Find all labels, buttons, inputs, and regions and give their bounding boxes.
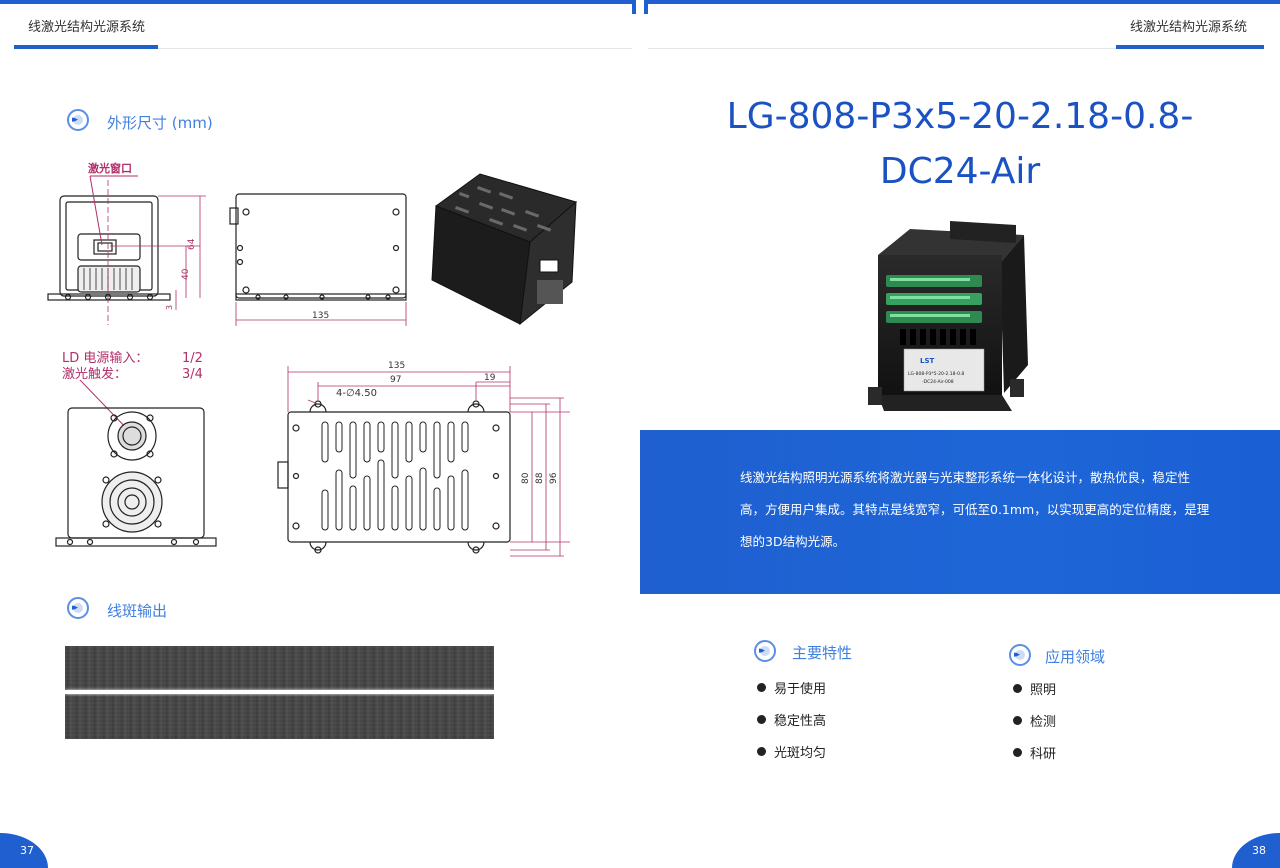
section-title-features: 主要特性 bbox=[792, 644, 853, 662]
laser-trigger-pins: 3/4 bbox=[182, 367, 203, 382]
dim-top-88: 88 bbox=[535, 472, 545, 484]
bullet-dot-icon bbox=[757, 683, 766, 692]
header-underline-right bbox=[1116, 45, 1264, 49]
section-title-applications: 应用领域 bbox=[1045, 648, 1106, 666]
feature-item: 稳定性高 bbox=[757, 710, 826, 729]
top-bar-notch-left bbox=[632, 0, 636, 14]
iso-view-drawing bbox=[431, 173, 578, 326]
header-rule-right bbox=[648, 48, 1116, 49]
product-label-model-1: LG-808-P3*5-20-2.18-0.8 bbox=[908, 371, 964, 377]
dim-top-135: 135 bbox=[388, 361, 405, 371]
section-arrow-icon bbox=[67, 597, 89, 619]
bullet-dot-icon bbox=[1013, 684, 1022, 693]
application-item: 检测 bbox=[1013, 711, 1056, 730]
section-title-line-output: 线斑输出 bbox=[107, 602, 168, 620]
section-arrow-icon bbox=[67, 109, 89, 131]
top-bar-right bbox=[648, 0, 1280, 4]
product-label-model-2: -DC24-Air-008 bbox=[922, 379, 954, 385]
top-bar-left bbox=[0, 0, 632, 4]
application-item: 科研 bbox=[1013, 743, 1056, 762]
product-description: 线激光结构照明光源系统将激光器与光束整形系统一体化设计，散热优良，稳定性高，方便… bbox=[740, 470, 1210, 549]
dim-side-135: 135 bbox=[312, 311, 329, 321]
section-arrow-icon bbox=[1009, 644, 1031, 666]
top-bar-notch-right bbox=[644, 0, 648, 14]
bullet-dot-icon bbox=[757, 747, 766, 756]
feature-item: 光斑均匀 bbox=[757, 742, 826, 761]
page-number-left: 37 bbox=[0, 833, 48, 868]
header-underline-left bbox=[14, 45, 158, 49]
section-arrow-icon bbox=[754, 640, 776, 662]
dim-front-3: 3 bbox=[165, 305, 174, 310]
bullet-dot-icon bbox=[757, 715, 766, 724]
application-item: 照明 bbox=[1013, 679, 1056, 698]
connector-view-drawing bbox=[55, 407, 217, 547]
laser-line bbox=[65, 690, 494, 694]
header-rule-left bbox=[158, 48, 632, 49]
laser-trigger-label: 激光触发： bbox=[62, 366, 127, 382]
dimension-drawings: 64 40 3 激光窗口 135 bbox=[47, 161, 578, 557]
section-title-dimensions: 外形尺寸 (mm) bbox=[107, 114, 213, 132]
product-title-line2: DC24-Air bbox=[879, 151, 1041, 192]
laser-window-leader bbox=[89, 175, 103, 246]
top-view-drawing bbox=[277, 400, 511, 554]
bullet-dot-icon bbox=[1013, 748, 1022, 757]
bullet-dot-icon bbox=[1013, 716, 1022, 725]
laser-window-label: 激光窗口 bbox=[88, 161, 132, 175]
line-spot-image bbox=[65, 646, 494, 739]
dim-front-40: 40 bbox=[181, 268, 191, 280]
header-title-left: 线激光结构光源系统 bbox=[28, 20, 146, 35]
description-band: 线激光结构照明光源系统将激光器与光束整形系统一体化设计，散热优良，稳定性高，方便… bbox=[640, 430, 1280, 594]
feature-item: 易于使用 bbox=[757, 678, 826, 697]
dim-top-80: 80 bbox=[521, 472, 531, 484]
header-title-right: 线激光结构光源系统 bbox=[1130, 20, 1248, 35]
ld-power-input-pins: 1/2 bbox=[182, 351, 203, 366]
dim-top-19: 19 bbox=[484, 373, 496, 383]
page-number-right: 38 bbox=[1232, 833, 1280, 868]
ld-power-input-label: LD 电源输入： bbox=[62, 350, 148, 366]
dim-hole-spec: 4-∅4.50 bbox=[336, 388, 377, 399]
side-view-drawing bbox=[229, 193, 407, 301]
product-label-brand: LST bbox=[920, 357, 935, 365]
front-view-drawing bbox=[47, 195, 171, 301]
dim-front-64: 64 bbox=[187, 238, 197, 250]
product-title-line1: LG-808-P3x5-20-2.18-0.8- bbox=[726, 96, 1194, 137]
dim-top-96: 96 bbox=[549, 472, 559, 484]
product-photo: LST LG-808-P3*5-20-2.18-0.8 -DC24-Air-00… bbox=[868, 221, 1028, 411]
dim-top-97: 97 bbox=[390, 375, 401, 385]
